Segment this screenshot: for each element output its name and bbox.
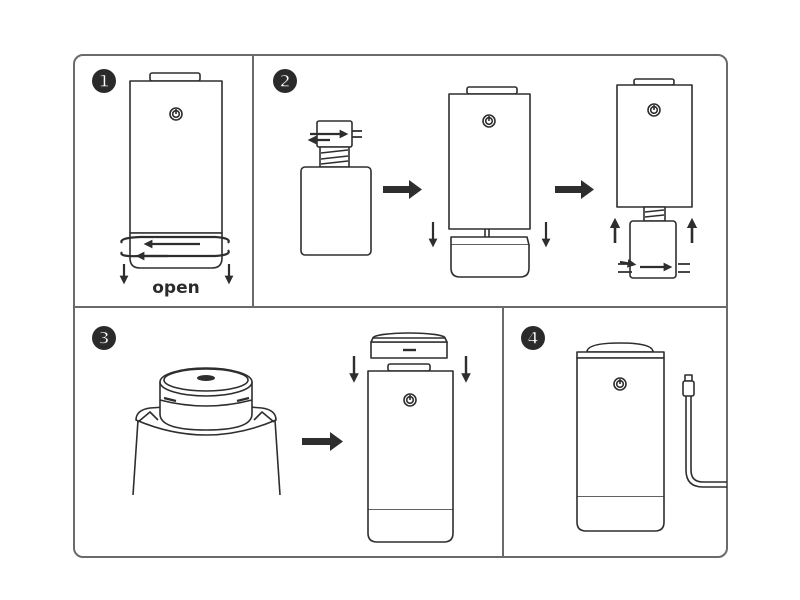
- power-icon: [613, 377, 627, 391]
- power-icon: [647, 103, 661, 117]
- step-3: 3: [92, 326, 471, 543]
- bottle-with-cap-icon: [300, 120, 372, 256]
- right-arrow-icon: [383, 180, 422, 199]
- cap-replaced-icon: [349, 332, 471, 543]
- usb-cable-icon: [682, 374, 727, 488]
- step-4: 4: [521, 326, 727, 532]
- step-2: 2: [273, 69, 698, 279]
- humidifier-body-icon: [129, 72, 223, 269]
- bottle-attached-icon: [609, 78, 698, 279]
- power-icon: [482, 114, 496, 128]
- power-icon: [403, 393, 417, 407]
- step-number-2: 2: [279, 72, 291, 92]
- open-label: open: [152, 278, 199, 298]
- step-badge-3: 3: [92, 326, 116, 350]
- step-number-3: 3: [98, 329, 110, 349]
- panel-frame: [73, 54, 728, 558]
- down-arrow-icon: [119, 264, 234, 285]
- step-badge-4: 4: [521, 326, 545, 350]
- rotate-arrows-icon: [120, 235, 230, 261]
- right-arrow-icon: [302, 432, 343, 451]
- assembled-humidifier-icon: [576, 342, 665, 532]
- humidifier-base-removed-icon: [428, 86, 551, 278]
- step-1: 1 open: [92, 69, 234, 298]
- step-badge-1: 1: [92, 69, 116, 93]
- cap-on-bottle-icon: [132, 367, 281, 496]
- step-number-1: 1: [98, 72, 110, 92]
- right-arrow-icon: [555, 180, 594, 199]
- power-icon: [169, 107, 183, 121]
- step-badge-2: 2: [273, 69, 297, 93]
- step-number-4: 4: [527, 329, 539, 349]
